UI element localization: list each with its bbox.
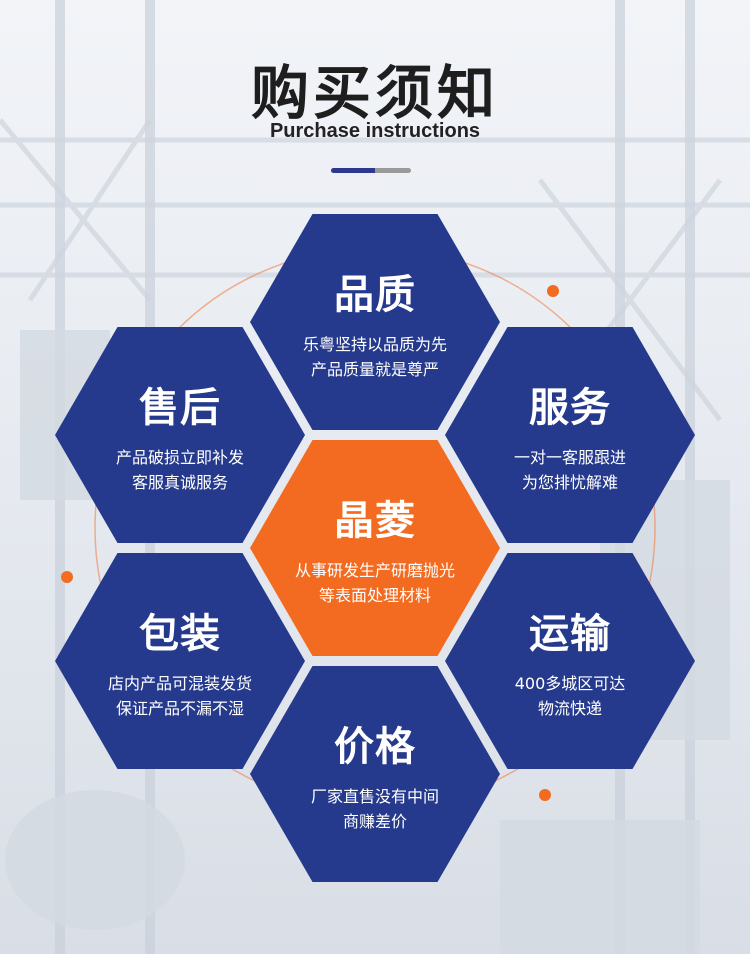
hex-desc-line1: 从事研发生产研磨抛光 [294,561,455,580]
hex-title: 品质 [334,272,416,318]
hex-desc-line1: 产品破损立即补发 [115,448,244,467]
hex-desc-line2: 产品质量就是尊严 [310,360,439,379]
page-subtitle: Purchase instructions [269,120,481,142]
hex-title: 包装 [139,611,221,657]
hex-title: 服务 [529,385,611,431]
hex-service: 服务 一对一客服跟进 为您排忧解难 [445,327,695,543]
hex-title: 价格 [334,724,416,770]
hex-quality: 品质 乐粤坚持以品质为先 产品质量就是尊严 [250,214,500,430]
hex-title: 晶菱 [334,498,416,544]
hex-desc-line1: 乐粤坚持以品质为先 [302,335,447,354]
hex-desc-line2: 保证产品不漏不湿 [115,699,244,718]
hex-desc-line2: 等表面处理材料 [318,586,431,605]
hex-desc-line1: 一对一客服跟进 [513,448,626,467]
page-title: 购买须知 [250,59,499,127]
hex-desc-line1: 400多城区可达 [514,674,626,693]
hex-price: 价格 厂家直售没有中间 商赚差价 [250,666,500,882]
hex-desc-line2: 为您排忧解难 [521,473,618,492]
hex-center-brand: 晶菱 从事研发生产研磨抛光 等表面处理材料 [250,440,500,656]
hex-desc-line1: 厂家直售没有中间 [310,787,439,806]
hex-title: 售后 [139,385,221,431]
hex-shipping: 运输 400多城区可达 物流快递 [445,553,695,769]
orbit-dot-icon [547,285,559,297]
hex-desc-line2: 客服真诚服务 [131,473,228,492]
hex-title: 运输 [529,611,611,657]
hex-desc-line2: 商赚差价 [342,812,407,831]
title-underline [331,168,411,173]
hex-desc-line1: 店内产品可混装发货 [107,674,252,693]
hex-packing: 包装 店内产品可混装发货 保证产品不漏不湿 [55,553,305,769]
hex-desc-line2: 物流快递 [537,699,602,718]
hex-after-sale: 售后 产品破损立即补发 客服真诚服务 [55,327,305,543]
